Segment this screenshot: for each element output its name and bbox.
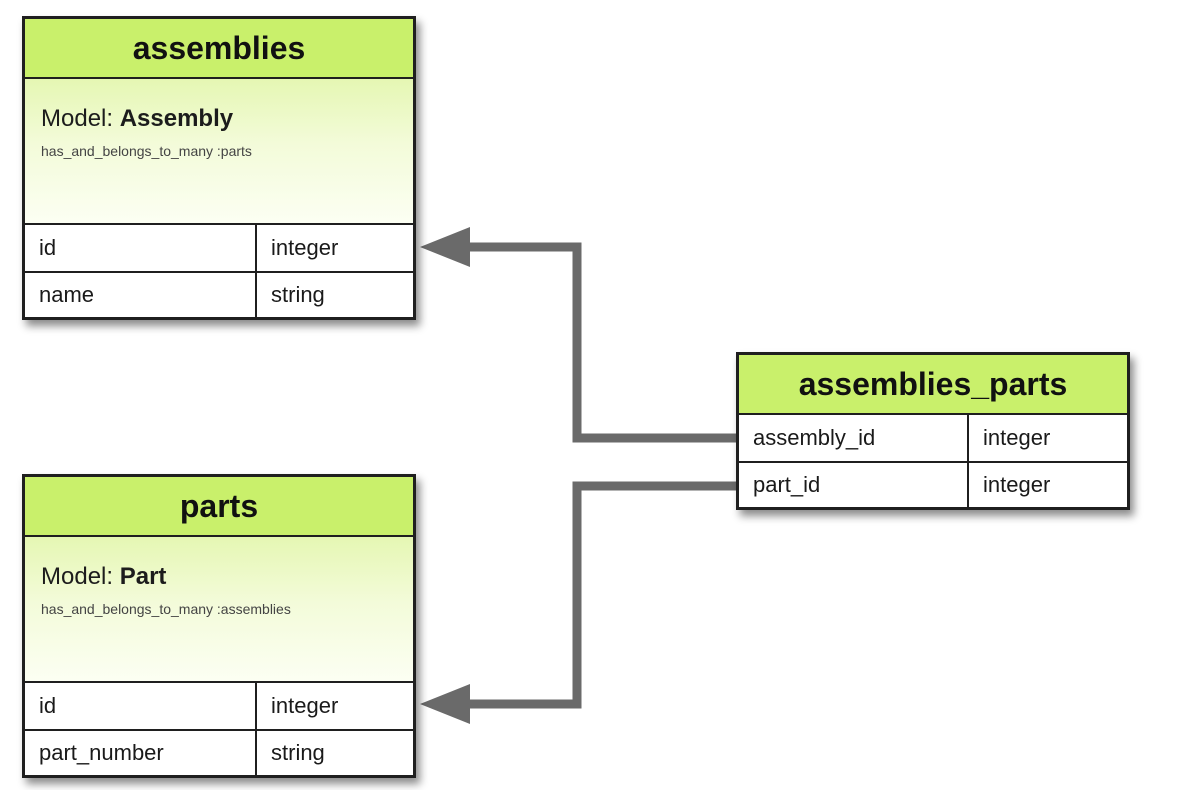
column-type: integer bbox=[983, 472, 1051, 497]
model-name: Part bbox=[119, 563, 167, 590]
column-type: string bbox=[271, 282, 325, 307]
model-name: Assembly bbox=[119, 105, 234, 132]
model-line: Model: Part bbox=[41, 563, 397, 591]
column-name: id bbox=[25, 683, 257, 729]
table-row: id integer bbox=[25, 225, 413, 271]
table-row: part_number string bbox=[25, 729, 413, 775]
association-line: has_and_belongs_to_many :assemblies bbox=[41, 601, 291, 617]
column-name: name bbox=[25, 273, 257, 317]
association-line: has_and_belongs_to_many :parts bbox=[41, 143, 252, 159]
model-label: Model: bbox=[41, 563, 114, 590]
assemblies-table: assemblies Model: Assembly has_and_belon… bbox=[22, 16, 416, 320]
column-type: integer bbox=[271, 693, 339, 718]
table-row: name string bbox=[25, 271, 413, 317]
parts-table: parts Model: Part has_and_belongs_to_man… bbox=[22, 474, 416, 778]
table-title: assemblies bbox=[25, 19, 413, 79]
table-row: assembly_id integer bbox=[739, 415, 1127, 461]
assembly-id-arrowhead bbox=[420, 227, 470, 267]
column-type: integer bbox=[271, 235, 339, 260]
assemblies-parts-table: assemblies_parts assembly_id integer par… bbox=[736, 352, 1130, 510]
table-row: id integer bbox=[25, 683, 413, 729]
model-info: Model: Assembly has_and_belongs_to_many … bbox=[25, 79, 413, 225]
part-id-connector bbox=[466, 481, 738, 709]
column-name: part_id bbox=[739, 463, 969, 507]
column-type: string bbox=[271, 740, 325, 765]
column-name: assembly_id bbox=[739, 415, 969, 461]
table-title: parts bbox=[25, 477, 413, 537]
table-title: assemblies_parts bbox=[739, 355, 1127, 415]
column-name: part_number bbox=[25, 731, 257, 775]
part-id-arrowhead bbox=[420, 684, 470, 724]
column-name: id bbox=[25, 225, 257, 271]
table-row: part_id integer bbox=[739, 461, 1127, 507]
assembly-id-connector bbox=[466, 242, 738, 443]
column-type: integer bbox=[983, 425, 1051, 450]
model-line: Model: Assembly bbox=[41, 105, 397, 133]
model-label: Model: bbox=[41, 105, 114, 132]
model-info: Model: Part has_and_belongs_to_many :ass… bbox=[25, 537, 413, 683]
